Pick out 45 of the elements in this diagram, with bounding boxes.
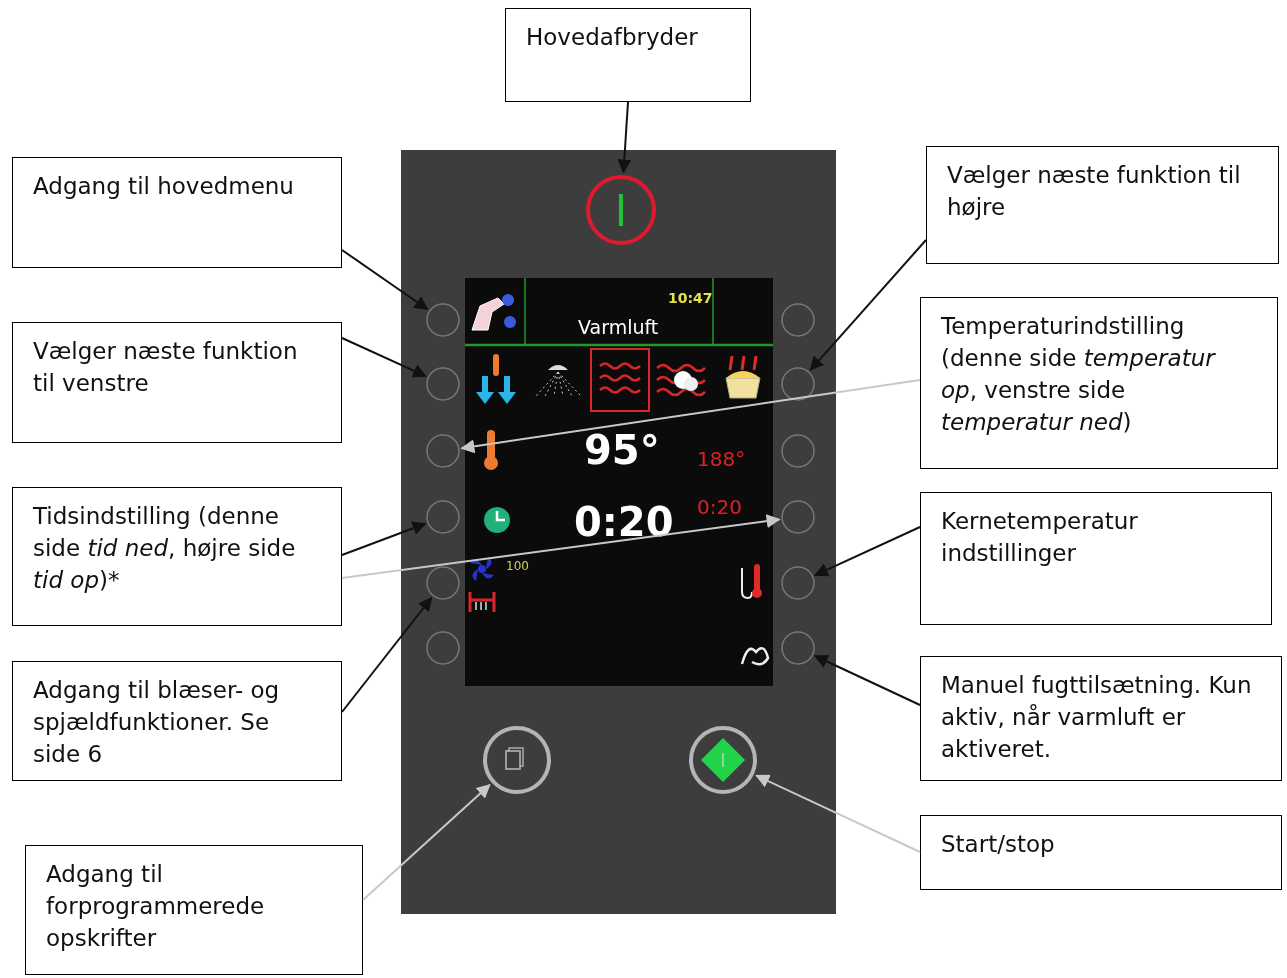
callout-box: Adgang til forprogrammerede opskrifter <box>25 845 363 975</box>
side-button <box>426 434 460 468</box>
arrow <box>809 239 927 371</box>
arrow <box>341 514 781 579</box>
callout-box: Tidsindstilling (denne side tid ned, højre side tid op)* <box>12 487 342 626</box>
side-button <box>426 631 460 665</box>
fan-speed-value: 100 <box>506 560 529 572</box>
arrow <box>341 521 427 556</box>
arrow <box>460 379 921 454</box>
side-button <box>781 303 815 337</box>
arrow <box>813 655 921 706</box>
start-button <box>688 725 758 795</box>
side-button <box>781 434 815 468</box>
power-button <box>585 174 657 246</box>
side-button <box>781 631 815 665</box>
callout-box: Vælger næste funktion til højre <box>926 146 1279 264</box>
arrow <box>617 101 632 174</box>
arrow <box>755 774 921 853</box>
arrow <box>814 526 921 577</box>
callout-box: Adgang til blæser- og spjældfunktioner. Se side 6 <box>12 661 342 781</box>
clock-time: 10:47 <box>668 291 713 305</box>
callout-box: Temperaturindstilling (denne side temperatur op, venstre side temperatur ned) <box>920 297 1278 469</box>
side-button <box>781 367 815 401</box>
side-button <box>426 303 460 337</box>
target-temperature: 188° <box>697 449 746 469</box>
arrow <box>341 249 429 311</box>
callout-box: Kernetemperatur indstillinger <box>920 492 1272 625</box>
side-button <box>781 500 815 534</box>
temperature-value: 95° <box>584 430 660 470</box>
time-value: 0:20 <box>574 502 674 542</box>
side-button <box>426 367 460 401</box>
arrow <box>341 596 433 713</box>
recipe-button <box>482 725 552 795</box>
callout-box: Vælger næste funktion til venstre <box>12 322 342 443</box>
side-button <box>781 566 815 600</box>
target-time: 0:20 <box>697 497 742 517</box>
mode-name: Varmluft <box>578 318 659 337</box>
callout-box: Adgang til hovedmenu <box>12 157 342 268</box>
callout-box: Hovedafbryder <box>505 8 751 102</box>
arrow <box>362 783 491 901</box>
callout-box: Start/stop <box>920 815 1282 890</box>
callout-box: Manuel fugttilsætning. Kun aktiv, når varmluft er aktiveret. <box>920 656 1282 781</box>
side-button <box>426 566 460 600</box>
arrow <box>341 337 427 378</box>
side-button <box>426 500 460 534</box>
